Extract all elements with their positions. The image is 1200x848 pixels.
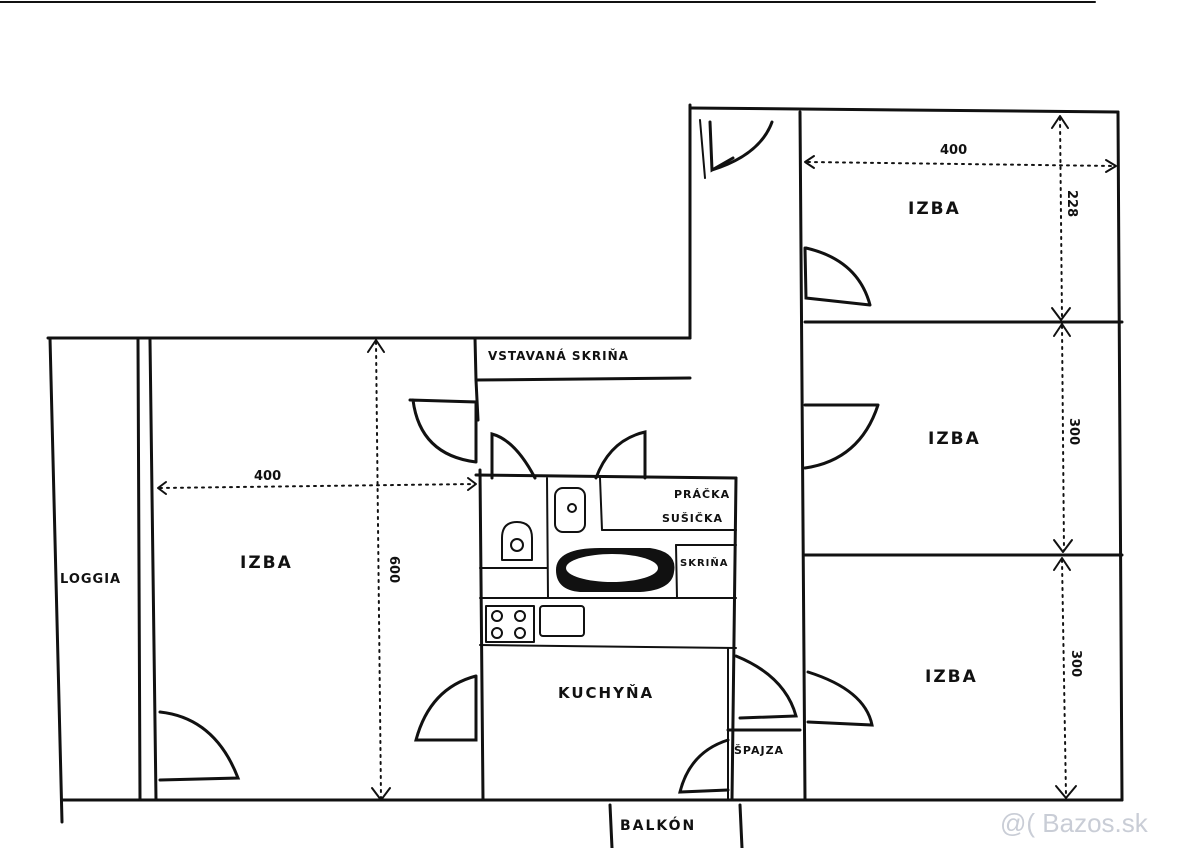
- door-bath-left-icon: [490, 432, 537, 480]
- label-loggia: LOGGIA: [60, 572, 121, 587]
- door-bath-right-icon: [594, 430, 647, 480]
- label-dryer: SUŠIČKA: [662, 512, 723, 525]
- dim-bottom-right-length: 300: [1068, 650, 1083, 677]
- label-pantry: ŠPAJZA: [734, 744, 784, 757]
- label-balcony: BALKÓN: [620, 816, 696, 834]
- dim-main-width: 400: [254, 469, 281, 484]
- label-izba-main: IZBA: [240, 553, 293, 573]
- interior-walls: [136, 110, 1124, 802]
- dim-top-right-length: 228: [1064, 190, 1079, 217]
- label-izba-top-right: IZBA: [908, 199, 961, 219]
- door-loggia-icon: [158, 710, 241, 782]
- dim-top-right-width: 400: [940, 143, 967, 158]
- door-top-right-icon: [803, 246, 872, 307]
- stove-icon: [485, 605, 535, 643]
- label-washer: PRÁČKA: [674, 488, 730, 501]
- label-built-in-wardrobe: VSTAVANÁ SKRIŇA: [488, 348, 629, 363]
- watermark-logo: @( Bazos.sk: [1000, 808, 1149, 838]
- label-kitchen: KUCHYŇA: [558, 683, 654, 702]
- door-mid-right-icon: [803, 403, 880, 470]
- label-izba-mid-right: IZBA: [928, 429, 981, 449]
- label-izba-bottom-right: IZBA: [925, 667, 978, 687]
- fixtures: [485, 487, 675, 643]
- dim-main-length: 600: [386, 556, 401, 583]
- outer-walls: [46, 103, 1124, 824]
- balcony-mark-left: [608, 803, 614, 848]
- sink-icon: [539, 605, 585, 637]
- dim-mid-right-length: 300: [1066, 418, 1081, 445]
- balcony-mark-right: [738, 803, 744, 848]
- label-wardrobe-small: SKRIŇA: [680, 556, 728, 569]
- doors: [158, 120, 880, 794]
- door-main-room-icon: [408, 398, 478, 464]
- door-entry-icon: [708, 120, 774, 173]
- toilet-icon: [501, 521, 533, 561]
- door-kitchen-icon: [414, 674, 478, 742]
- door-bottom-right-icon: [806, 670, 874, 727]
- dimension-lines: [157, 115, 1117, 801]
- washbasin-icon: [554, 487, 586, 533]
- door-corridor-icon: [734, 654, 798, 720]
- door-pantry-icon: [678, 738, 730, 794]
